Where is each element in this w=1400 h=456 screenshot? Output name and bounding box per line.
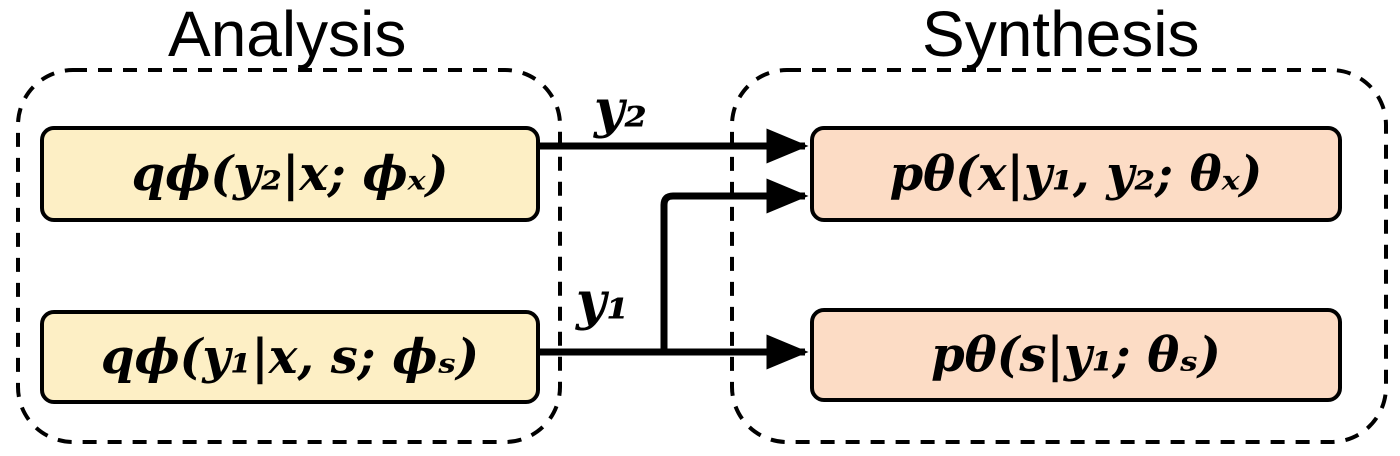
synthesis-group-border (730, 68, 1388, 444)
encoder-y2-box: qϕ(y₂|x; ϕₓ) (40, 126, 540, 222)
encoder-y2-formula: qϕ(y₂|x; ϕₓ) (131, 146, 449, 202)
decoder-s-formula: pθ(s|y₁; θₛ) (931, 327, 1221, 383)
arrow-y1-to-decoder-x (660, 178, 809, 352)
decoder-x-formula: pθ(x|y₁, y₂; θₓ) (889, 146, 1263, 202)
decoder-x-box: pθ(x|y₁, y₂; θₓ) (810, 126, 1342, 222)
decoder-s-box: pθ(s|y₁; θₛ) (810, 308, 1342, 402)
analysis-title: Analysis (168, 0, 407, 70)
encoder-y1-formula: qϕ(y₁|x, s; ϕₛ) (100, 329, 480, 385)
analysis-group-border (16, 68, 562, 444)
edge-label-y1: y₁ (576, 271, 629, 332)
encoder-y1-box: qϕ(y₁|x, s; ϕₛ) (40, 310, 540, 404)
edge-label-y2: y₂ (594, 79, 647, 140)
synthesis-title: Synthesis (922, 0, 1200, 70)
